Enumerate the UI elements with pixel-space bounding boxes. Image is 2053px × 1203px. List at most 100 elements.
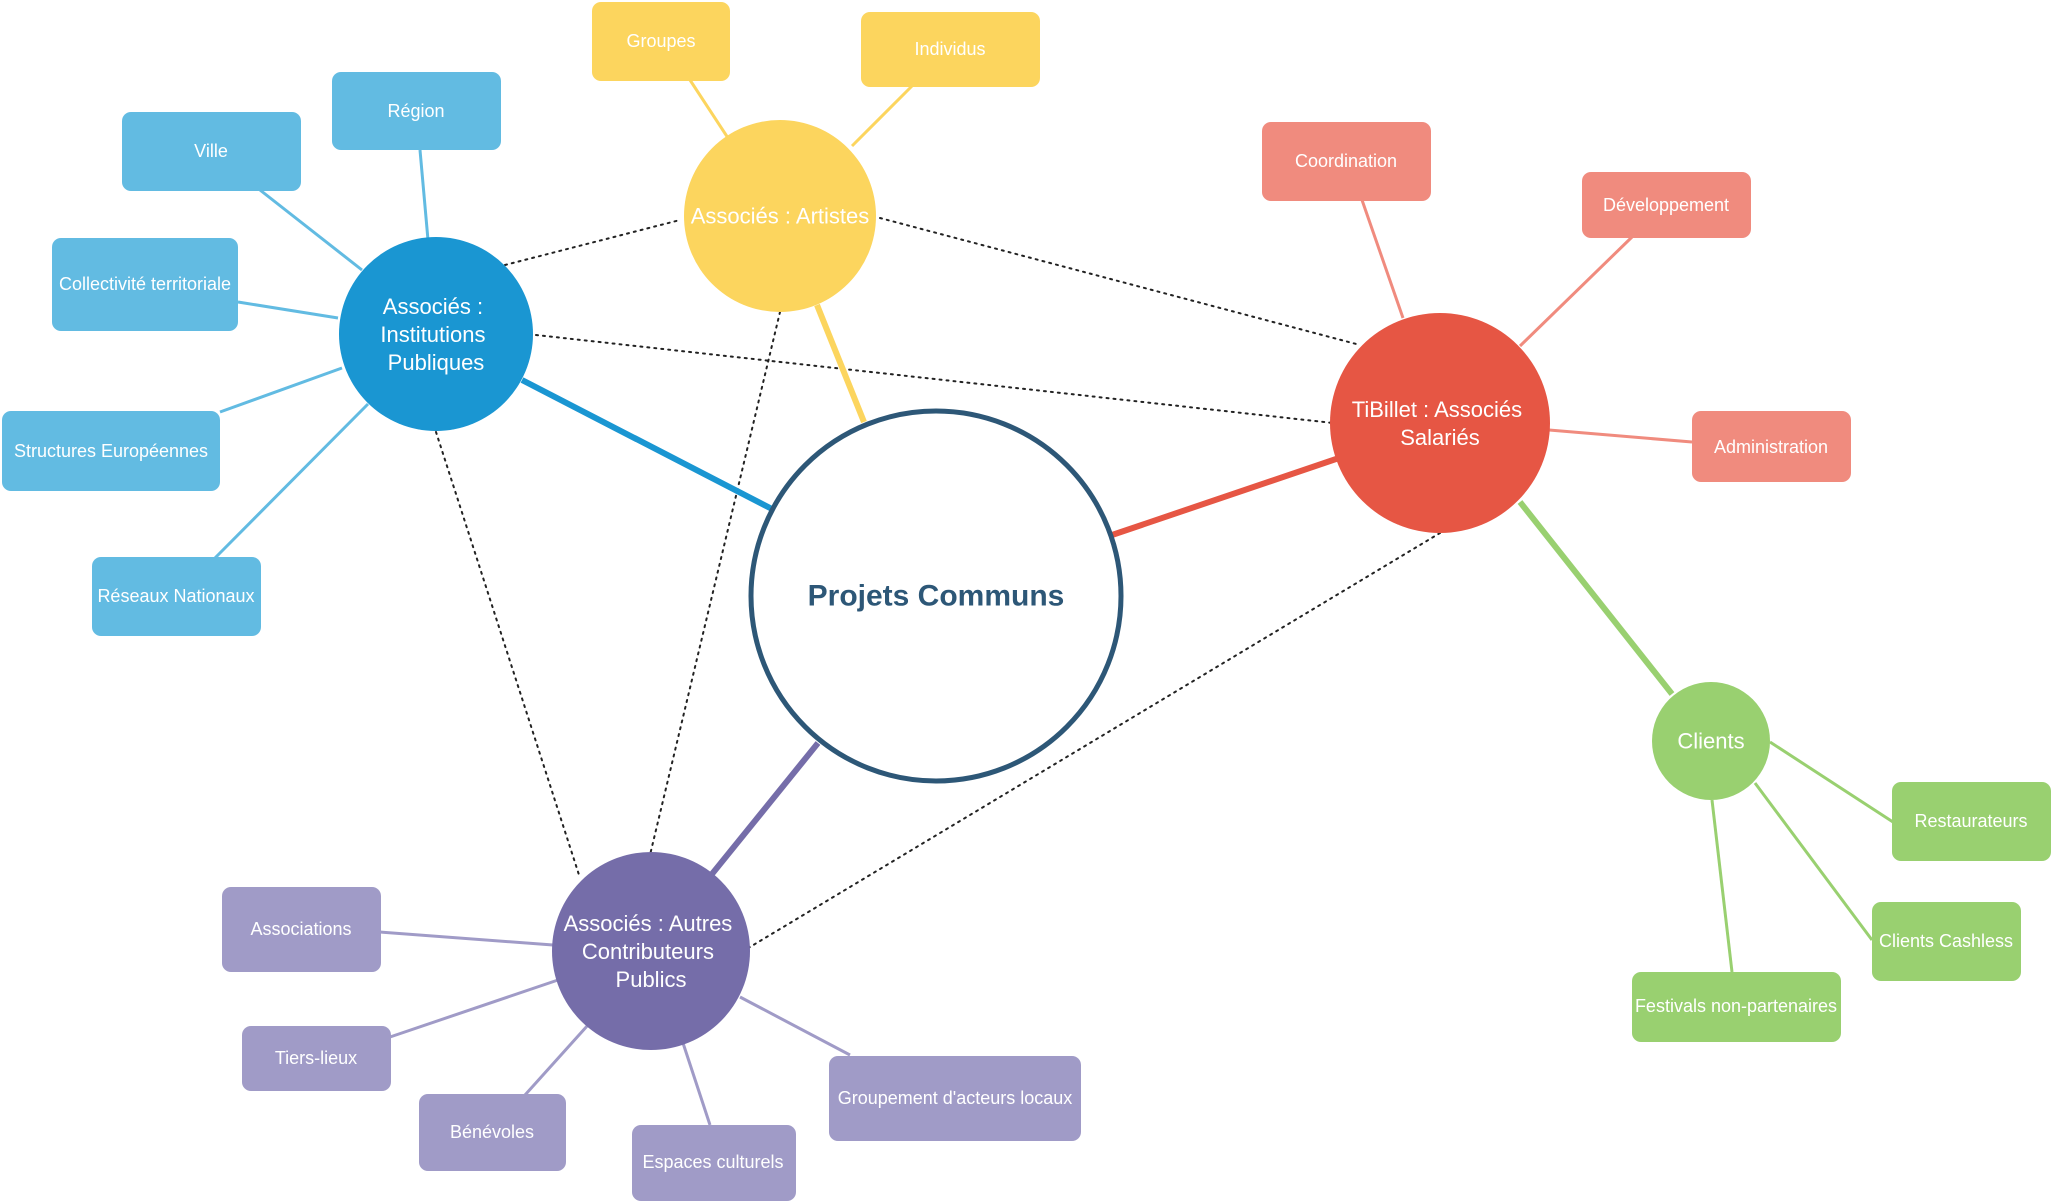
leaf-groupes: Groupes <box>592 2 730 81</box>
leaf-administration-label: Administration <box>1714 437 1828 457</box>
leaf-associations-label: Associations <box>250 919 351 939</box>
connector-individus <box>850 84 914 148</box>
link-artistes-tibillet <box>879 217 1361 346</box>
leaf-benevoles: Bénévoles <box>419 1094 566 1171</box>
leaf-administration-box <box>1692 411 1851 482</box>
connector-associations <box>379 930 554 947</box>
hub-autres-line-2: Contributeurs <box>582 939 714 964</box>
leaf-espaces-box <box>632 1125 796 1201</box>
connector-institutions <box>520 377 774 512</box>
connector-reseaux <box>213 402 370 560</box>
hub-artistes: Associés : Artistes <box>684 120 876 312</box>
hub-clients-label: Clients <box>1677 729 1744 754</box>
leaf-ville-label: Ville <box>194 141 228 161</box>
connector-espaces <box>681 1042 712 1126</box>
connector-region <box>418 149 430 241</box>
hub-clients-circle <box>1652 682 1770 800</box>
leaf-ville: Ville <box>122 112 301 191</box>
hub-autres-line-1: Associés : Autres <box>564 911 733 936</box>
link-institutions-artistes <box>504 219 681 266</box>
leaf-groupement: Groupement d'acteurs locaux <box>829 1056 1081 1141</box>
leaf-associations-box <box>222 887 381 972</box>
connector-cashless <box>1753 782 1874 941</box>
connector-benevoles <box>523 1023 590 1097</box>
leaf-restaurateurs-label: Restaurateurs <box>1914 811 2027 831</box>
leaf-reseaux: Réseaux Nationaux <box>92 557 261 636</box>
hub-tibillet-line-2: Salariés <box>1400 425 1479 450</box>
leaf-reseaux-label: Réseaux Nationaux <box>97 586 254 606</box>
svg-text:Associés : Institutions: Associés : Institutions Publiques <box>380 294 491 375</box>
leaf-ville-box <box>122 112 301 191</box>
leaf-espaces: Espaces culturels <box>632 1125 796 1201</box>
leaf-tiers-lieux: Tiers-lieux <box>242 1026 391 1091</box>
leaf-developpement-label: Développement <box>1603 195 1729 215</box>
leaf-individus: Individus <box>861 12 1040 87</box>
leaf-cashless-label: Clients Cashless <box>1879 931 2013 951</box>
leaf-developpement-box <box>1582 172 1751 238</box>
leaf-restaurateurs-box <box>1892 782 2051 861</box>
connector-restaurateurs <box>1769 740 1894 824</box>
connector-artistes <box>814 303 867 424</box>
svg-text:TiBillet : Associés Sala: TiBillet : Associés Salariés <box>1352 397 1528 450</box>
leaf-cashless: Clients Cashless <box>1872 902 2021 981</box>
leaf-coordination-box <box>1262 122 1431 201</box>
leaf-reseaux-box <box>92 557 261 636</box>
leaf-benevoles-box <box>419 1094 566 1171</box>
hub-autres-line-3: Publics <box>616 967 687 992</box>
hub-autres: Associés : Autres Contributeurs Publics <box>552 852 750 1050</box>
link-institutions-tibillet <box>535 334 1334 424</box>
leaf-groupes-box <box>592 2 730 81</box>
leaf-structures-label: Structures Européennes <box>14 441 208 461</box>
connector-festivals <box>1710 799 1734 973</box>
leaf-associations: Associations <box>222 887 381 972</box>
dotted-links <box>435 217 1441 951</box>
hub-clients: Clients <box>1652 682 1770 800</box>
leaf-developpement: Développement <box>1582 172 1751 238</box>
leaf-individus-label: Individus <box>914 39 985 59</box>
center-circle <box>748 408 1124 784</box>
connector-ville <box>259 188 363 272</box>
connector-collectivite <box>237 300 339 320</box>
leaf-collectivite: Collectivité territoriale <box>52 238 238 331</box>
leaf-groupement-box <box>829 1056 1081 1141</box>
hub-artistes-label: Associés : Artistes <box>691 204 870 229</box>
leaf-groupes-label: Groupes <box>626 31 695 51</box>
leaf-cashless-box <box>1872 902 2021 981</box>
hub-tibillet-circle <box>1330 313 1550 533</box>
hub-tibillet: TiBillet : Associés Salariés <box>1330 313 1550 533</box>
leaf-tiers-lieux-box <box>242 1026 391 1091</box>
leaf-tiers-lieux-label: Tiers-lieux <box>275 1048 357 1068</box>
leaf-structures-box <box>2 411 220 491</box>
connector-administration <box>1548 428 1693 444</box>
connector-groupement <box>739 995 851 1057</box>
connector-groupes <box>688 79 730 139</box>
leaf-coordination-label: Coordination <box>1295 151 1397 171</box>
hub-institutions-line-2: Institutions <box>380 322 485 347</box>
center-label: Projets Communs <box>808 580 1065 613</box>
leaf-connectors <box>213 79 1894 1126</box>
leaf-coordination: Coordination <box>1262 122 1431 201</box>
connector-autres <box>709 741 821 876</box>
leaf-collectivite-label: Collectivité territoriale <box>59 274 231 294</box>
leaf-region: Région <box>332 72 501 150</box>
hub-institutions-line-3: Publiques <box>388 350 485 375</box>
link-institutions-autres <box>435 431 581 879</box>
hub-autres-circle <box>552 852 750 1050</box>
connector-coordination <box>1360 199 1405 319</box>
hub-connectors <box>520 303 1675 876</box>
hub-institutions-line-1: Associés : <box>383 294 483 319</box>
leaf-festivals-box <box>1632 972 1841 1042</box>
leaf-region-box <box>332 72 501 150</box>
leaf-benevoles-label: Bénévoles <box>450 1122 534 1142</box>
leaf-festivals-label: Festivals non-partenaires <box>1635 996 1837 1016</box>
connector-developpement <box>1518 235 1634 348</box>
leaf-structures: Structures Européennes <box>2 411 220 491</box>
connector-clients <box>1517 500 1675 696</box>
connector-structures <box>219 366 343 414</box>
hub-artistes-circle <box>684 120 876 312</box>
leaf-individus-box <box>861 12 1040 87</box>
connector-tibillet <box>1111 455 1340 538</box>
leaf-restaurateurs: Restaurateurs <box>1892 782 2051 861</box>
connector-tiers-lieux <box>389 978 559 1039</box>
hub-institutions-circle <box>339 237 533 431</box>
